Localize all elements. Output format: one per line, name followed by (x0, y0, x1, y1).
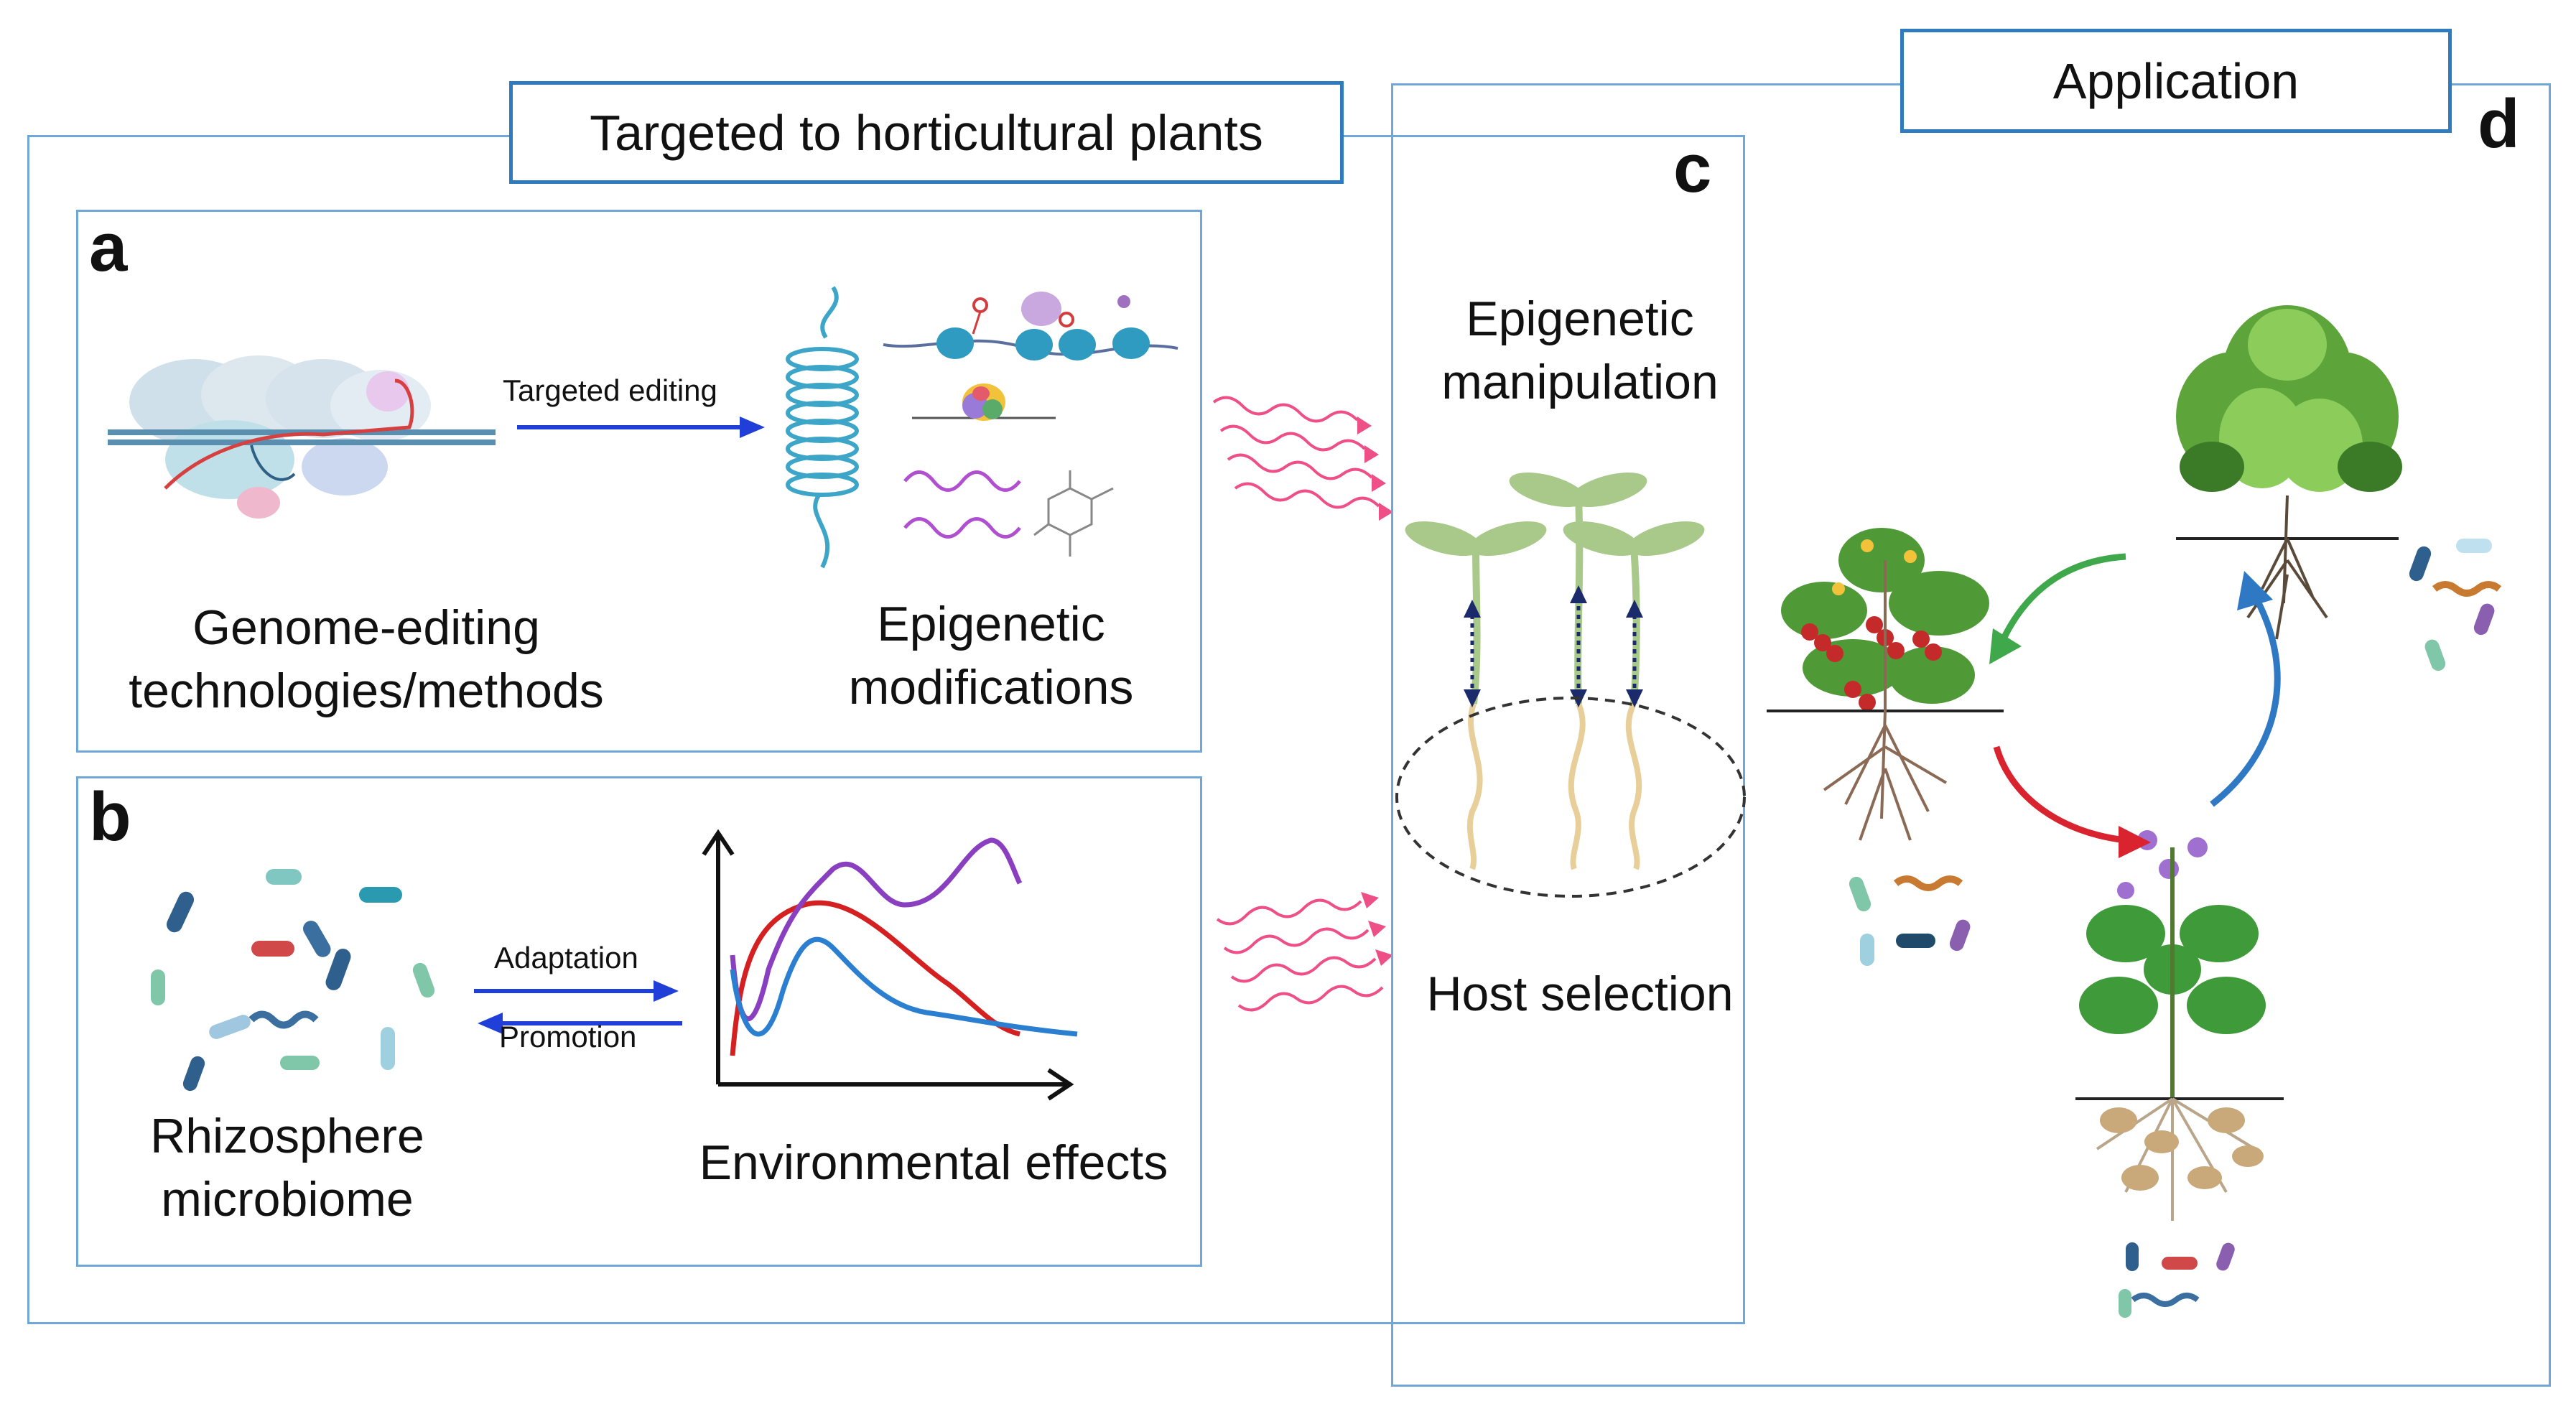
cycle-arrow-green (1989, 553, 2126, 664)
rhizosphere-microbiome-label-line1: Rhizosphere (150, 1109, 424, 1163)
panel-b-letter: b (89, 778, 131, 855)
rna-waves-icon (903, 470, 1021, 539)
potato-plant-icon (2075, 830, 2284, 1221)
tomato-plant-icon (1767, 528, 2004, 841)
epigenetic-manipulation-label: Epigenetic manipulation (1393, 287, 1767, 414)
genome-editing-label-line2: technologies/methods (129, 664, 604, 719)
adaptation-promotion-arrows (474, 980, 682, 1034)
environmental-effects-label: Environmental effects (699, 1135, 1168, 1190)
crispr-complex-illustration (108, 355, 496, 518)
wave-arrows-bottom (1216, 892, 1393, 1012)
microbiome-cluster-illustration (151, 869, 435, 1092)
targeted-editing-arrow (517, 417, 765, 438)
genome-editing-label: Genome-editing technologies/methods (86, 596, 646, 723)
microbe-group-tomato-icon (1849, 875, 1971, 966)
epigenetic-modifications-label: Epigenetic modifications (790, 592, 1192, 720)
promotion-label: Promotion (499, 1020, 637, 1053)
panel-a-letter: a (89, 209, 128, 286)
panel-b (76, 776, 1202, 1267)
nucleosome-strand-icon (883, 292, 1178, 361)
panel-c (1391, 135, 1745, 1324)
epigenetic-manipulation-label-line2: manipulation (1441, 355, 1719, 410)
epigenetic-manipulation-label-line1: Epigenetic (1466, 292, 1694, 346)
epigenetic-modifications-label-line1: Epigenetic (877, 597, 1105, 651)
epigenetic-modifications-label-line2: modifications (848, 660, 1134, 715)
adaptation-label: Adaptation (494, 941, 638, 975)
panel-d-letter: d (2478, 85, 2520, 162)
cycle-arrow-blue (2210, 571, 2281, 807)
right-frame-title: Application (1900, 29, 2452, 133)
methylcytosine-structure-icon (1033, 470, 1114, 557)
cycle-arrow-red (1993, 745, 2151, 858)
chromatin-coil-icon (786, 286, 859, 569)
genome-editing-label-line1: Genome-editing (192, 600, 540, 655)
rhizosphere-microbiome-label: Rhizosphere microbiome (93, 1104, 481, 1232)
wave-arrows-top (1212, 396, 1393, 521)
left-frame-title: Targeted to horticultural plants (509, 81, 1344, 184)
targeted-editing-label: Targeted editing (503, 373, 717, 407)
environmental-effects-graph (702, 829, 1078, 1101)
microbe-group-lettuce-icon (2409, 539, 2502, 671)
lettuce-plant-icon (2176, 305, 2402, 640)
panel-c-letter: c (1673, 130, 1712, 207)
panel-a (76, 210, 1202, 753)
rhizosphere-microbiome-label-line2: microbiome (161, 1172, 414, 1227)
seedlings-illustration (1395, 473, 1746, 898)
host-selection-label: Host selection (1426, 967, 1734, 1021)
transcription-factor-icon (912, 383, 1056, 421)
microbe-group-potato-icon (2119, 1242, 2235, 1318)
